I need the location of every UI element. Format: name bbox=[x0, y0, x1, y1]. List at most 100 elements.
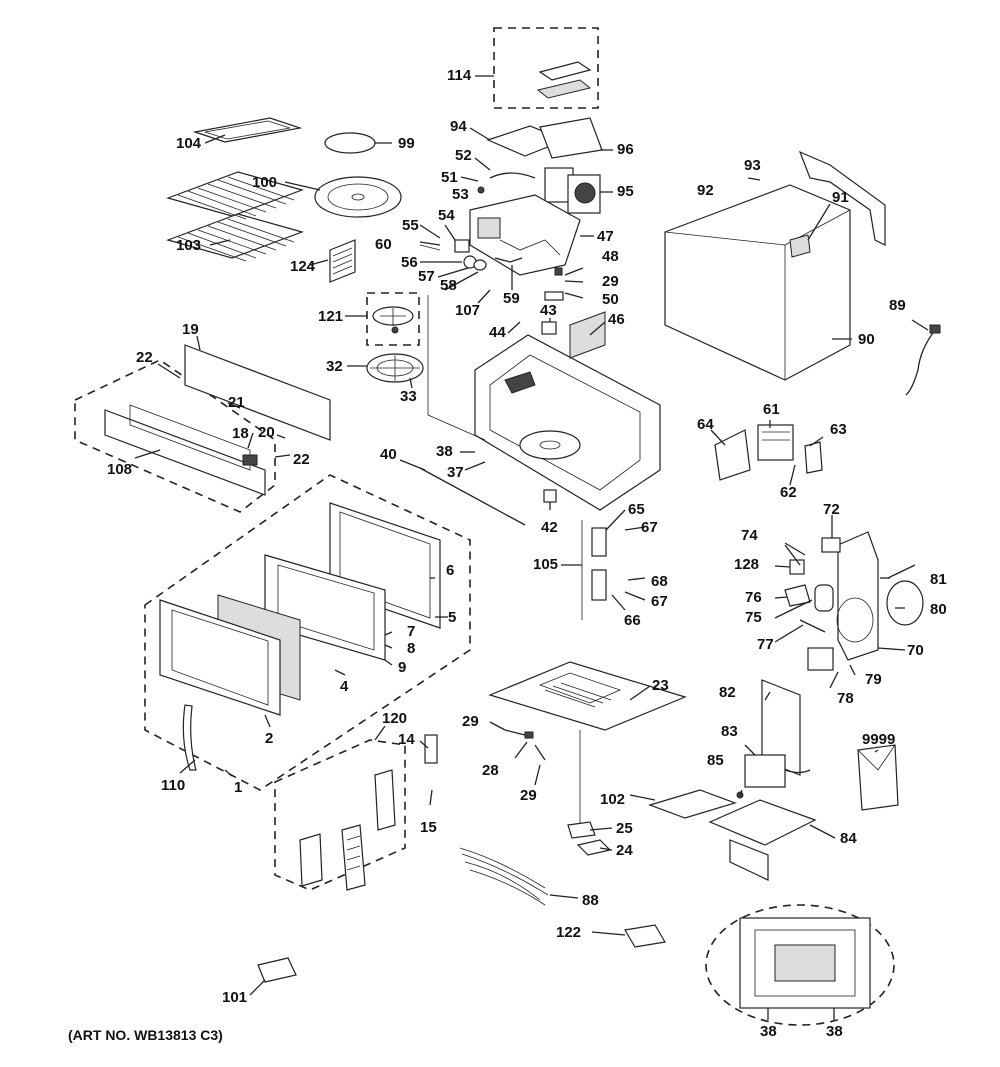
callout-2: 2 bbox=[265, 730, 274, 747]
callout-58: 58 bbox=[440, 277, 457, 294]
callout-72: 72 bbox=[823, 501, 840, 518]
door-assembly bbox=[159, 502, 441, 771]
callout-59: 59 bbox=[503, 290, 520, 307]
part-128-board bbox=[789, 559, 805, 575]
part-32-stirrer bbox=[366, 353, 424, 383]
part-114-charcoal-filter bbox=[536, 61, 592, 99]
part-77-fuse bbox=[799, 619, 826, 633]
callout-57: 57 bbox=[418, 268, 435, 285]
part-89-power-cord bbox=[905, 324, 941, 396]
callout-50: 50 bbox=[602, 291, 619, 308]
lamp-sockets bbox=[504, 729, 546, 761]
callout-70: 70 bbox=[907, 642, 924, 659]
callout-9999: 9999 bbox=[862, 731, 896, 748]
callout-4: 4 bbox=[340, 678, 349, 695]
callout-99: 99 bbox=[398, 135, 415, 152]
callout-78: 78 bbox=[837, 690, 854, 707]
callout-7: 7 bbox=[407, 623, 416, 640]
callout-81: 81 bbox=[930, 571, 947, 588]
part-47-frame-assembly bbox=[469, 194, 581, 276]
callout-20: 20 bbox=[258, 424, 275, 441]
callout-25: 25 bbox=[616, 820, 633, 837]
callout-61: 61 bbox=[763, 401, 780, 418]
part-61-magnetron bbox=[757, 424, 794, 461]
callout-22a: 22 bbox=[136, 349, 153, 366]
group-box-120 bbox=[274, 739, 406, 891]
callout-46: 46 bbox=[608, 311, 625, 328]
part-124-grille bbox=[329, 239, 356, 283]
callout-48: 48 bbox=[602, 248, 619, 265]
leader-lines bbox=[134, 75, 929, 1020]
part-82-door-panel bbox=[761, 679, 801, 776]
part-96-vent bbox=[539, 117, 603, 159]
callout-8: 8 bbox=[407, 640, 416, 657]
callout-40: 40 bbox=[380, 446, 397, 463]
callout-90: 90 bbox=[858, 331, 875, 348]
callout-93: 93 bbox=[744, 157, 761, 174]
part-43-cap bbox=[541, 321, 557, 335]
parts-54-58-interlock bbox=[419, 239, 523, 271]
callout-103: 103 bbox=[176, 237, 202, 254]
callout-77: 77 bbox=[757, 636, 774, 653]
callout-53: 53 bbox=[452, 186, 469, 203]
callout-42: 42 bbox=[541, 519, 558, 536]
callout-122: 122 bbox=[556, 924, 582, 941]
part-101-label bbox=[257, 957, 297, 983]
callout-82: 82 bbox=[719, 684, 736, 701]
callout-14: 14 bbox=[398, 731, 415, 748]
callout-66: 66 bbox=[624, 612, 641, 629]
group-box-114 bbox=[493, 27, 599, 109]
callout-67a: 67 bbox=[641, 519, 658, 536]
callout-55: 55 bbox=[402, 217, 419, 234]
callout-18: 18 bbox=[232, 425, 249, 442]
part-40-rod bbox=[419, 467, 526, 526]
part-100-turntable bbox=[314, 176, 402, 218]
part-121-coupler bbox=[372, 306, 414, 334]
part-104-filter bbox=[192, 117, 303, 143]
callout-9: 9 bbox=[398, 659, 407, 676]
callout-5: 5 bbox=[448, 609, 457, 626]
part-93-bracket bbox=[798, 150, 886, 246]
callout-108: 108 bbox=[107, 461, 133, 478]
part-83-transformer bbox=[744, 754, 811, 788]
art-number-caption: (ART NO. WB13813 C3) bbox=[68, 1027, 223, 1043]
part-120-control-module bbox=[299, 734, 438, 891]
part-84-base bbox=[708, 799, 817, 881]
callout-29a: 29 bbox=[602, 273, 619, 290]
part-122-label bbox=[624, 924, 666, 948]
part-63-thermal bbox=[804, 441, 823, 474]
part-95-blower bbox=[544, 167, 601, 214]
callout-37: 37 bbox=[447, 464, 464, 481]
callout-96: 96 bbox=[617, 141, 634, 158]
callout-22b: 22 bbox=[293, 451, 310, 468]
part-53-nut bbox=[477, 186, 485, 194]
part-75-capacitor bbox=[814, 584, 834, 612]
callout-60: 60 bbox=[375, 236, 392, 253]
oven-cavity bbox=[474, 311, 661, 511]
callout-47: 47 bbox=[597, 228, 614, 245]
part-99-roller-ring bbox=[324, 132, 376, 154]
callout-43: 43 bbox=[540, 302, 557, 319]
callout-23: 23 bbox=[652, 677, 669, 694]
callout-44: 44 bbox=[489, 324, 506, 341]
part-70-fan-bracket bbox=[821, 531, 879, 661]
callout-94: 94 bbox=[450, 118, 467, 135]
callout-1: 1 bbox=[234, 779, 243, 796]
part-48-50-switch bbox=[544, 267, 564, 301]
bottom-detail bbox=[739, 917, 871, 1009]
control-panel bbox=[104, 344, 331, 496]
callout-92: 92 bbox=[697, 182, 714, 199]
callout-88: 88 bbox=[582, 892, 599, 909]
callout-54: 54 bbox=[438, 207, 455, 224]
callout-68: 68 bbox=[651, 573, 668, 590]
callout-74: 74 bbox=[741, 527, 758, 544]
callout-110: 110 bbox=[161, 777, 186, 794]
callout-63: 63 bbox=[830, 421, 847, 438]
part-78-motor bbox=[807, 647, 834, 671]
callout-120: 120 bbox=[382, 710, 408, 727]
callout-121: 121 bbox=[318, 308, 344, 325]
callout-104: 104 bbox=[176, 135, 202, 152]
group-box-door bbox=[144, 474, 471, 791]
part-42-motor bbox=[543, 489, 557, 503]
part-52-wire bbox=[489, 172, 536, 179]
